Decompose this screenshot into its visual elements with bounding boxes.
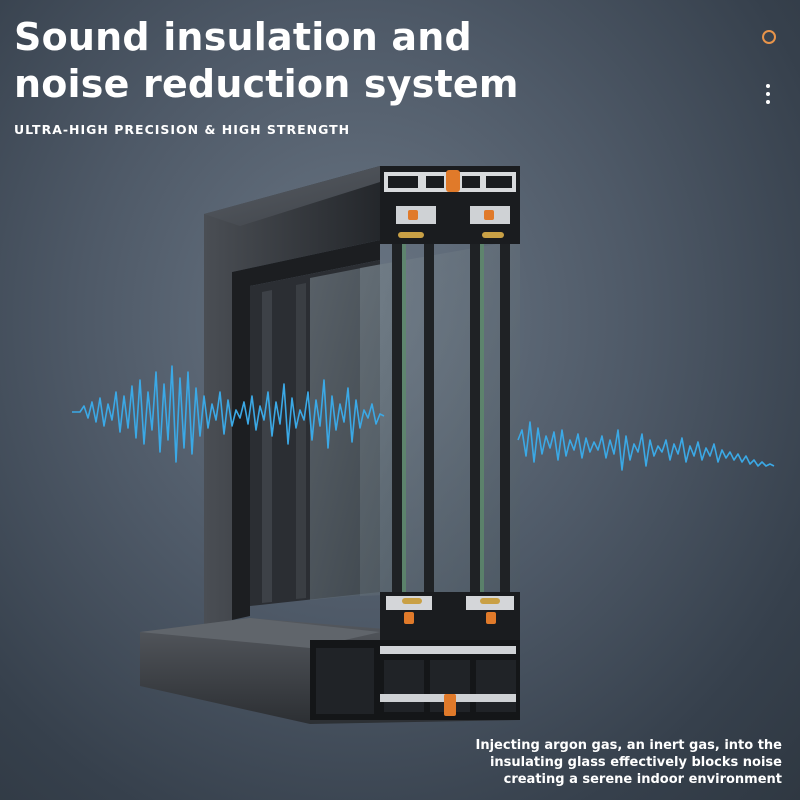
caption-line-1: Injecting argon gas, an inert gas, into … — [475, 738, 783, 753]
glass-panel-front — [360, 240, 520, 596]
sash-profile-2 — [470, 228, 480, 600]
more-vertical-icon[interactable] — [764, 84, 772, 106]
sound-wave — [72, 365, 385, 463]
top-profile-section — [380, 166, 520, 244]
headline: Sound insulation and noise reduction sys… — [14, 14, 519, 108]
sash-profile-1 — [392, 228, 402, 600]
headline-line-1: Sound insulation and — [14, 15, 472, 59]
ring-icon — [762, 30, 776, 44]
caption-line-3: creating a serene indoor environment — [503, 772, 782, 787]
bottom-profile-section — [310, 592, 520, 720]
subtitle: ULTRA-HIGH PRECISION & HIGH STRENGTH — [14, 122, 351, 137]
caption-line-2: insulating glass effectively blocks nois… — [489, 755, 782, 770]
caption: Injecting argon gas, an inert gas, into … — [476, 737, 783, 788]
headline-line-2: noise reduction system — [14, 62, 519, 106]
